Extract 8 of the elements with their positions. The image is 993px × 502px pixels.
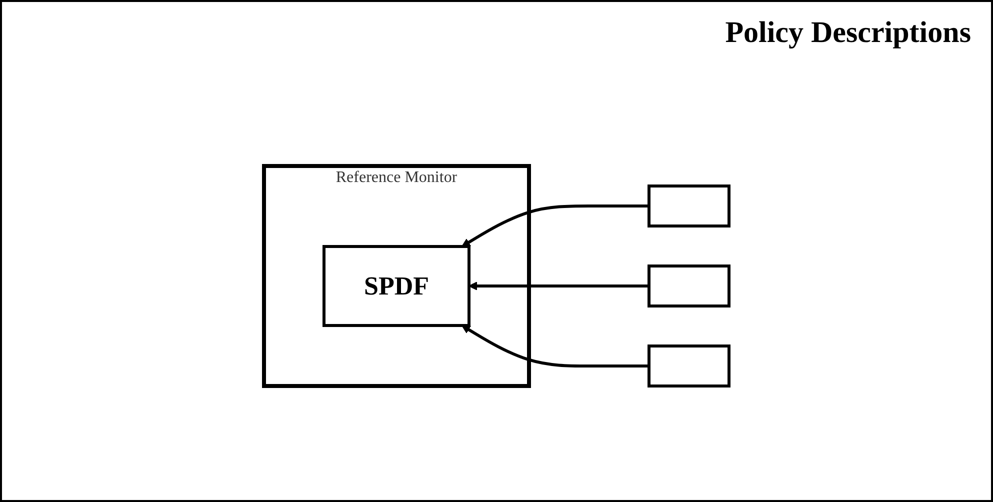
node-box bbox=[648, 344, 730, 388]
arrow bbox=[462, 325, 649, 368]
node-box bbox=[648, 184, 730, 228]
arrow bbox=[462, 204, 649, 247]
arrow bbox=[468, 282, 649, 290]
heading-label: Policy Descriptions bbox=[725, 16, 971, 49]
node-box: SPDF bbox=[322, 245, 470, 327]
node-box bbox=[648, 264, 730, 308]
